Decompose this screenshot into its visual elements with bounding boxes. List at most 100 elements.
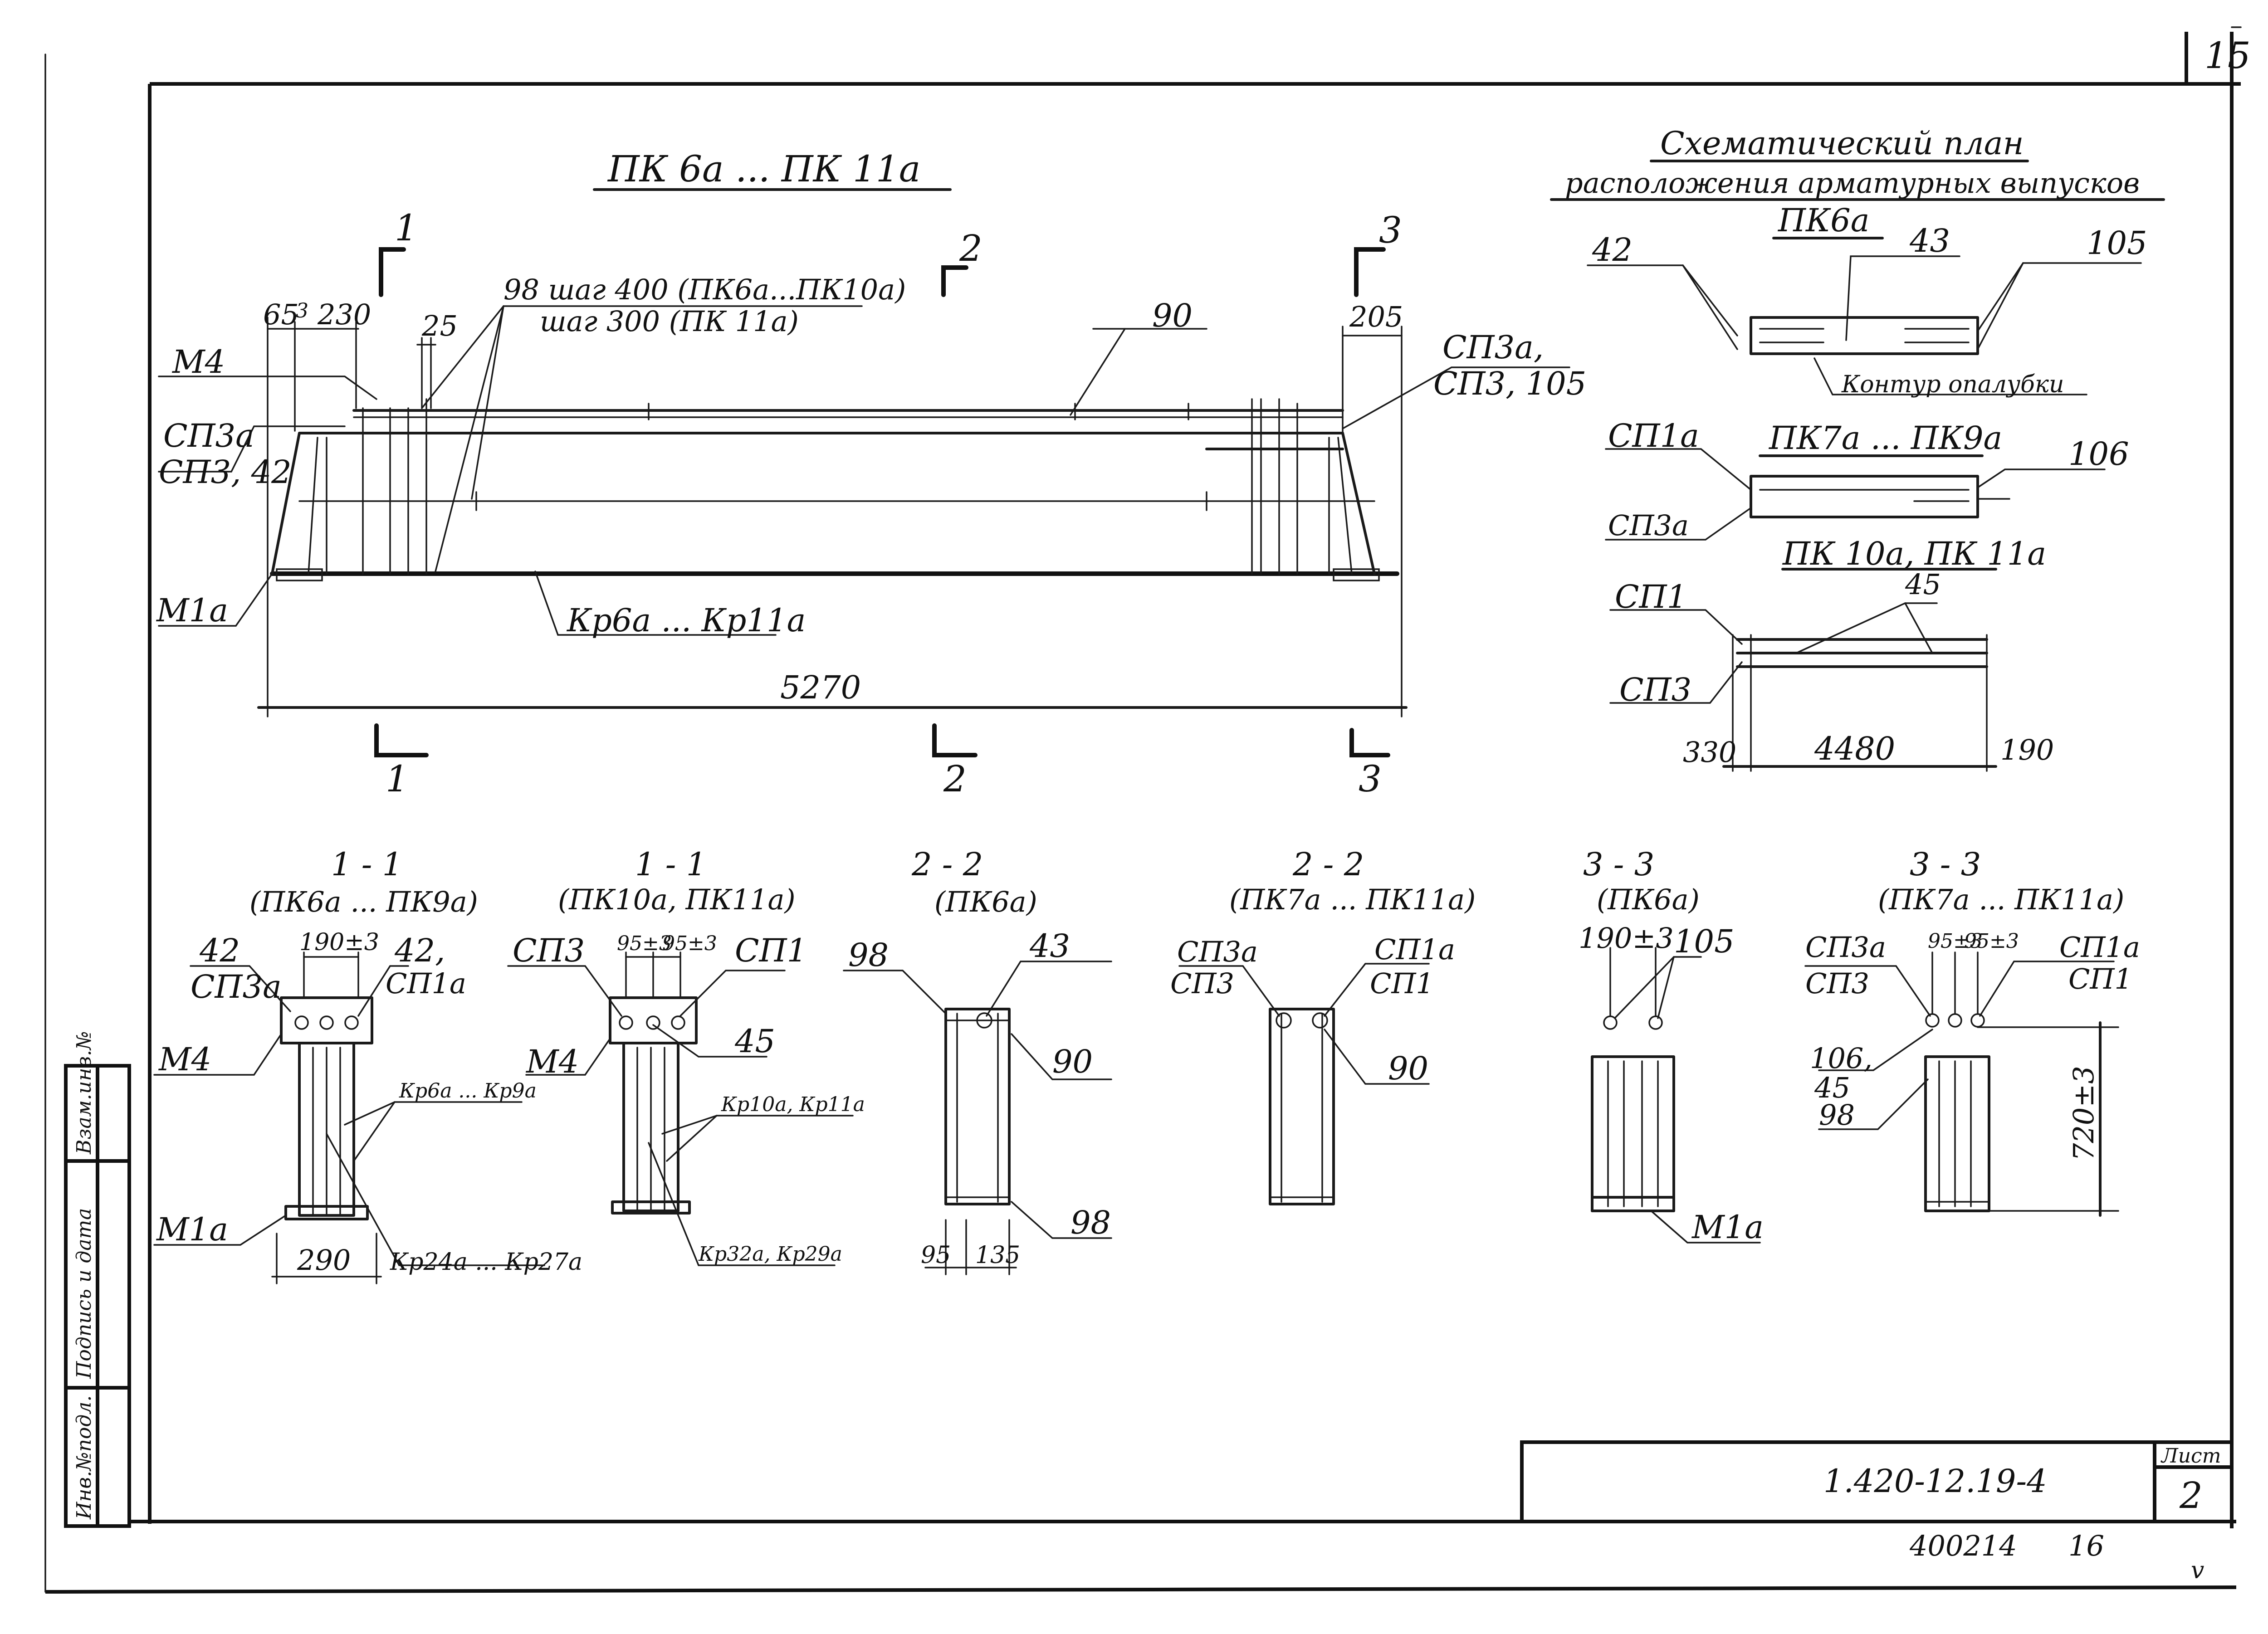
main-dimensions: [257, 317, 1408, 717]
s2b-title: 2 - 2: [1292, 846, 1364, 883]
s1a-kr2: Кр24а ... Кр27а: [390, 1249, 582, 1276]
stamp-replace-inv: Взам.инв.№: [73, 1031, 96, 1155]
s3b-height: 720±3: [2067, 1066, 2100, 1161]
plan-pk7a: [1605, 448, 2106, 541]
stamp-inv-no: Инв.№подл.: [73, 1395, 96, 1520]
s2a-90: 90: [1052, 1043, 1093, 1080]
s1a-drawing: [153, 951, 545, 1284]
dim-3: 3: [296, 299, 308, 322]
s1a-dim: 190±3: [299, 929, 379, 956]
section-mark-2-bottom: 2: [943, 758, 967, 800]
s1b-title: 1 - 1: [635, 846, 706, 883]
section-mark-1-bottom: 1: [386, 758, 409, 800]
s2b-90: 90: [1388, 1050, 1428, 1087]
s1a-sp1a: СП1а: [386, 967, 466, 1000]
s2a-subtitle: (ПК6а): [934, 885, 1037, 918]
plan-pk10a-4480: 4480: [1814, 730, 1895, 767]
plan-pk7a-title: ПК7а ... ПК9а: [1768, 419, 2002, 457]
archive-suffix: 16: [2068, 1529, 2104, 1562]
s1a-42r: 42,: [394, 932, 445, 969]
plan-contour: Контур опалубки: [1841, 371, 2064, 398]
title-block: [1520, 1440, 2234, 1523]
s1b-drawing: [507, 951, 854, 1266]
s3a-title: 3 - 3: [1583, 846, 1654, 883]
s3b-drawing: [1804, 951, 2119, 1217]
label-90-main: 90: [1152, 297, 1193, 334]
s3b-98: 98: [1819, 1098, 1855, 1132]
s1b-sp1: СП1: [735, 932, 807, 969]
schematic-title-1: Схематический план: [1660, 125, 2024, 162]
plan-pk7a-sp3a: СП3а: [1608, 509, 1689, 542]
plan-pk10a-330: 330: [1683, 736, 1736, 769]
s1b-m4: М4: [525, 1043, 579, 1080]
label-kr-main: Кр6а ... Кр11а: [566, 602, 806, 639]
s1a-title: 1 - 1: [331, 846, 402, 883]
s2a-98: 98: [848, 937, 889, 974]
s2b-sp1: СП1: [1370, 967, 1434, 1000]
plan-pk10a-title: ПК 10а, ПК 11а: [1782, 535, 2046, 572]
section-mark-3-top: 3: [1379, 209, 1402, 251]
s1b-subtitle: (ПК10а, ПК11а): [558, 883, 796, 916]
s3b-sp3: СП3: [1805, 967, 1869, 1000]
pitch-note-2: шаг 300 (ПК 11а): [540, 305, 799, 338]
s3b-sp1a: СП1а: [2059, 931, 2140, 964]
s2a-98b: 98: [1070, 1204, 1111, 1241]
plan-pk7a-106: 106: [2068, 435, 2129, 473]
s3b-dim1: 95±3: [1928, 930, 1983, 953]
s1b-dim2: 95±3: [662, 932, 717, 955]
plan-pk6a-42: 42: [1592, 231, 1633, 268]
sheet-label: Лист: [2160, 1444, 2221, 1468]
plan-pk10a-sp3: СП3: [1619, 671, 1691, 708]
s1b-kr: Кр10а, Кр11а: [721, 1093, 865, 1116]
plan-pk6a-title: ПК6а: [1777, 202, 1870, 239]
s2b-sp3: СП3: [1170, 967, 1234, 1000]
s3a-105: 105: [1674, 923, 1735, 960]
plan-pk6a-105: 105: [2087, 224, 2147, 262]
sheet-number: 2: [2179, 1474, 2203, 1517]
schematic-title-2: расположения арматурных выпусков: [1565, 166, 2140, 200]
sheet-frame: [44, 26, 2242, 1594]
section-mark-2-top: 2: [959, 227, 982, 269]
plan-pk10a-sp1: СП1: [1615, 578, 1687, 615]
s3b-sp1: СП1: [2068, 962, 2132, 995]
dim-65: 65: [263, 298, 299, 331]
s2b-drawing: [1178, 963, 1430, 1205]
s1a-m1a: М1а: [156, 1211, 228, 1248]
section-marks: [374, 247, 1390, 757]
s1a-kr: Кр6а ... Кр9а: [399, 1079, 537, 1102]
s3a-m1a: М1а: [1691, 1209, 1764, 1246]
s2b-sp1a: СП1а: [1374, 933, 1455, 966]
s2a-title: 2 - 2: [911, 846, 983, 883]
s2b-sp3a: СП3а: [1177, 935, 1258, 968]
s1a-290: 290: [297, 1244, 351, 1277]
s2a-135: 135: [975, 1242, 1020, 1269]
main-view-title: ПК 6а ... ПК 11а: [607, 148, 920, 190]
main-leaders: [158, 305, 1570, 636]
label-sp3a-main: СП3а: [163, 417, 254, 454]
s1a-m4: М4: [158, 1041, 211, 1078]
label-sp3-105: СП3, 105: [1433, 365, 1586, 402]
label-m1a-main: М1а: [156, 592, 228, 629]
dim-25: 25: [421, 309, 458, 342]
s3b-106: 106,: [1810, 1042, 1872, 1075]
s2a-drawing: [843, 961, 1112, 1275]
dim-230: 230: [317, 298, 371, 331]
s2b-subtitle: (ПК7а ... ПК11а): [1229, 883, 1476, 916]
s2a-43: 43: [1029, 927, 1070, 965]
document-code: 1.420-12.19-4: [1823, 1463, 2047, 1500]
s3b-dim2: 95±3: [1964, 930, 2019, 953]
s3a-drawing: [1591, 947, 1761, 1244]
pitch-note-1: 98 шаг 400 (ПК6а...ПК10а): [503, 273, 906, 306]
s1a-subtitle: (ПК6а ... ПК9а): [249, 885, 478, 918]
plan-pk7a-sp1a: СП1а: [1608, 417, 1699, 454]
s3b-sp3a: СП3а: [1805, 931, 1886, 964]
dim-overall: 5270: [780, 669, 861, 706]
corner-mark: v: [2191, 1557, 2204, 1584]
plan-pk6a: [1587, 255, 2142, 395]
side-stamp: [64, 1064, 131, 1528]
s1a-42: 42: [199, 932, 240, 969]
section-mark-1-top: 1: [395, 207, 418, 249]
stamp-sign-date: Подпись и дата: [73, 1208, 96, 1379]
section-mark-3-bottom: 3: [1359, 758, 1382, 800]
archive-number: 400214: [1909, 1529, 2017, 1562]
